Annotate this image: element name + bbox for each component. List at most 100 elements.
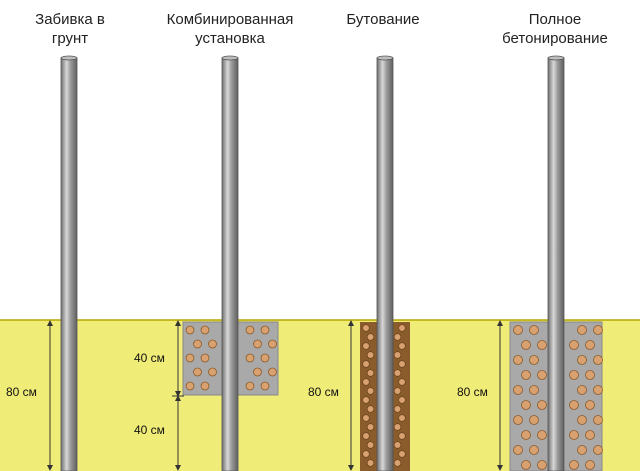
aggregate-stone <box>208 367 217 377</box>
aggregate-stone <box>593 385 603 395</box>
aggregate-stone <box>393 459 402 467</box>
aggregate-stone <box>362 324 370 332</box>
aggregate-stone <box>521 370 531 380</box>
aggregate-stone <box>398 342 406 350</box>
rubble-aggregate <box>362 324 406 467</box>
aggregate-stone <box>398 378 406 386</box>
aggregate-stone <box>393 387 402 395</box>
aggregate-stone <box>398 414 406 422</box>
aggregate-stone <box>398 396 406 404</box>
aggregate-stone <box>185 325 195 335</box>
caption-combined: Комбинированная установка <box>166 11 294 47</box>
aggregate-stone <box>521 400 531 410</box>
aggregate-stone <box>593 415 603 425</box>
aggregate-stone <box>537 370 547 380</box>
aggregate-stone <box>260 353 270 363</box>
aggregate-stone <box>366 369 375 377</box>
aggregate-stone <box>513 445 523 455</box>
aggregate-stone <box>245 381 255 391</box>
aggregate-stone <box>393 423 402 431</box>
combined-aggregate <box>185 325 277 391</box>
aggregate-stone <box>366 387 375 395</box>
aggregate-stone <box>245 325 255 335</box>
aggregate-stone <box>253 339 262 349</box>
aggregate-stone <box>521 460 531 470</box>
aggregate-stone <box>585 370 595 380</box>
concrete-aggregate <box>513 325 603 470</box>
aggregate-stone <box>366 351 375 359</box>
pipe-rubble <box>376 57 394 471</box>
aggregate-stone <box>585 340 595 350</box>
aggregate-stone <box>569 400 579 410</box>
aggregate-stone <box>398 360 406 368</box>
aggregate-stone <box>577 385 587 395</box>
aggregate-stone <box>398 324 406 332</box>
aggregate-stone <box>268 339 277 349</box>
aggregate-stone <box>362 432 370 440</box>
aggregate-stone <box>200 381 210 391</box>
aggregate-stone <box>577 325 587 335</box>
aggregate-stone <box>398 450 406 458</box>
aggregate-stone <box>585 400 595 410</box>
aggregate-stone <box>585 430 595 440</box>
aggregate-stone <box>393 369 402 377</box>
aggregate-stone <box>366 423 375 431</box>
aggregate-stone <box>393 405 402 413</box>
aggregate-stone <box>569 370 579 380</box>
aggregate-stone <box>260 381 270 391</box>
aggregate-stone <box>260 325 270 335</box>
aggregate-stone <box>521 430 531 440</box>
pipe-ground-top <box>60 55 78 61</box>
aggregate-stone <box>513 385 523 395</box>
aggregate-stone <box>521 340 531 350</box>
aggregate-stone <box>537 400 547 410</box>
aggregate-stone <box>362 342 370 350</box>
aggregate-stone <box>398 432 406 440</box>
aggregate-stone <box>393 333 402 341</box>
aggregate-stone <box>200 353 210 363</box>
dim-label-ground: 80 см <box>6 385 37 399</box>
aggregate-stone <box>208 339 217 349</box>
aggregate-stone <box>569 430 579 440</box>
aggregate-stone <box>362 450 370 458</box>
aggregate-stone <box>577 445 587 455</box>
pipe-ground <box>60 57 78 471</box>
aggregate-stone <box>529 355 539 365</box>
aggregate-stone <box>268 367 277 377</box>
aggregate-stone <box>362 396 370 404</box>
dim-label-rubble: 80 см <box>308 385 339 399</box>
caption-rubble: Бутование <box>346 11 420 28</box>
aggregate-stone <box>593 325 603 335</box>
aggregate-stone <box>366 459 375 467</box>
aggregate-stone <box>193 339 202 349</box>
aggregate-stone <box>593 355 603 365</box>
aggregate-stone <box>366 405 375 413</box>
aggregate-stone <box>529 385 539 395</box>
aggregate-stone <box>393 351 402 359</box>
caption-concrete: Полное бетонирование <box>502 11 608 47</box>
aggregate-stone <box>513 325 523 335</box>
caption-ground: Забивка в грунт <box>35 11 105 47</box>
aggregate-stone <box>362 414 370 422</box>
dim-label-combined-lower: 40 см <box>134 423 165 437</box>
aggregate-stone <box>537 340 547 350</box>
aggregate-stone <box>366 333 375 341</box>
aggregate-stone <box>529 325 539 335</box>
pipe-concrete-top <box>547 55 565 61</box>
pipe-combined <box>221 57 239 471</box>
aggregate-stone <box>185 381 195 391</box>
aggregate-stone <box>585 460 595 470</box>
dim-label-concrete: 80 см <box>457 385 488 399</box>
pipe-concrete <box>547 57 565 471</box>
aggregate-stone <box>529 415 539 425</box>
aggregate-stone <box>569 340 579 350</box>
aggregate-stone <box>393 441 402 449</box>
dim-label-combined-upper: 40 см <box>134 351 165 365</box>
aggregate-stone <box>253 367 262 377</box>
aggregate-stone <box>529 445 539 455</box>
aggregate-stone <box>245 353 255 363</box>
aggregate-stone <box>513 415 523 425</box>
pipe-rubble-top <box>376 55 394 61</box>
aggregate-stone <box>200 325 210 335</box>
aggregate-stone <box>193 367 202 377</box>
